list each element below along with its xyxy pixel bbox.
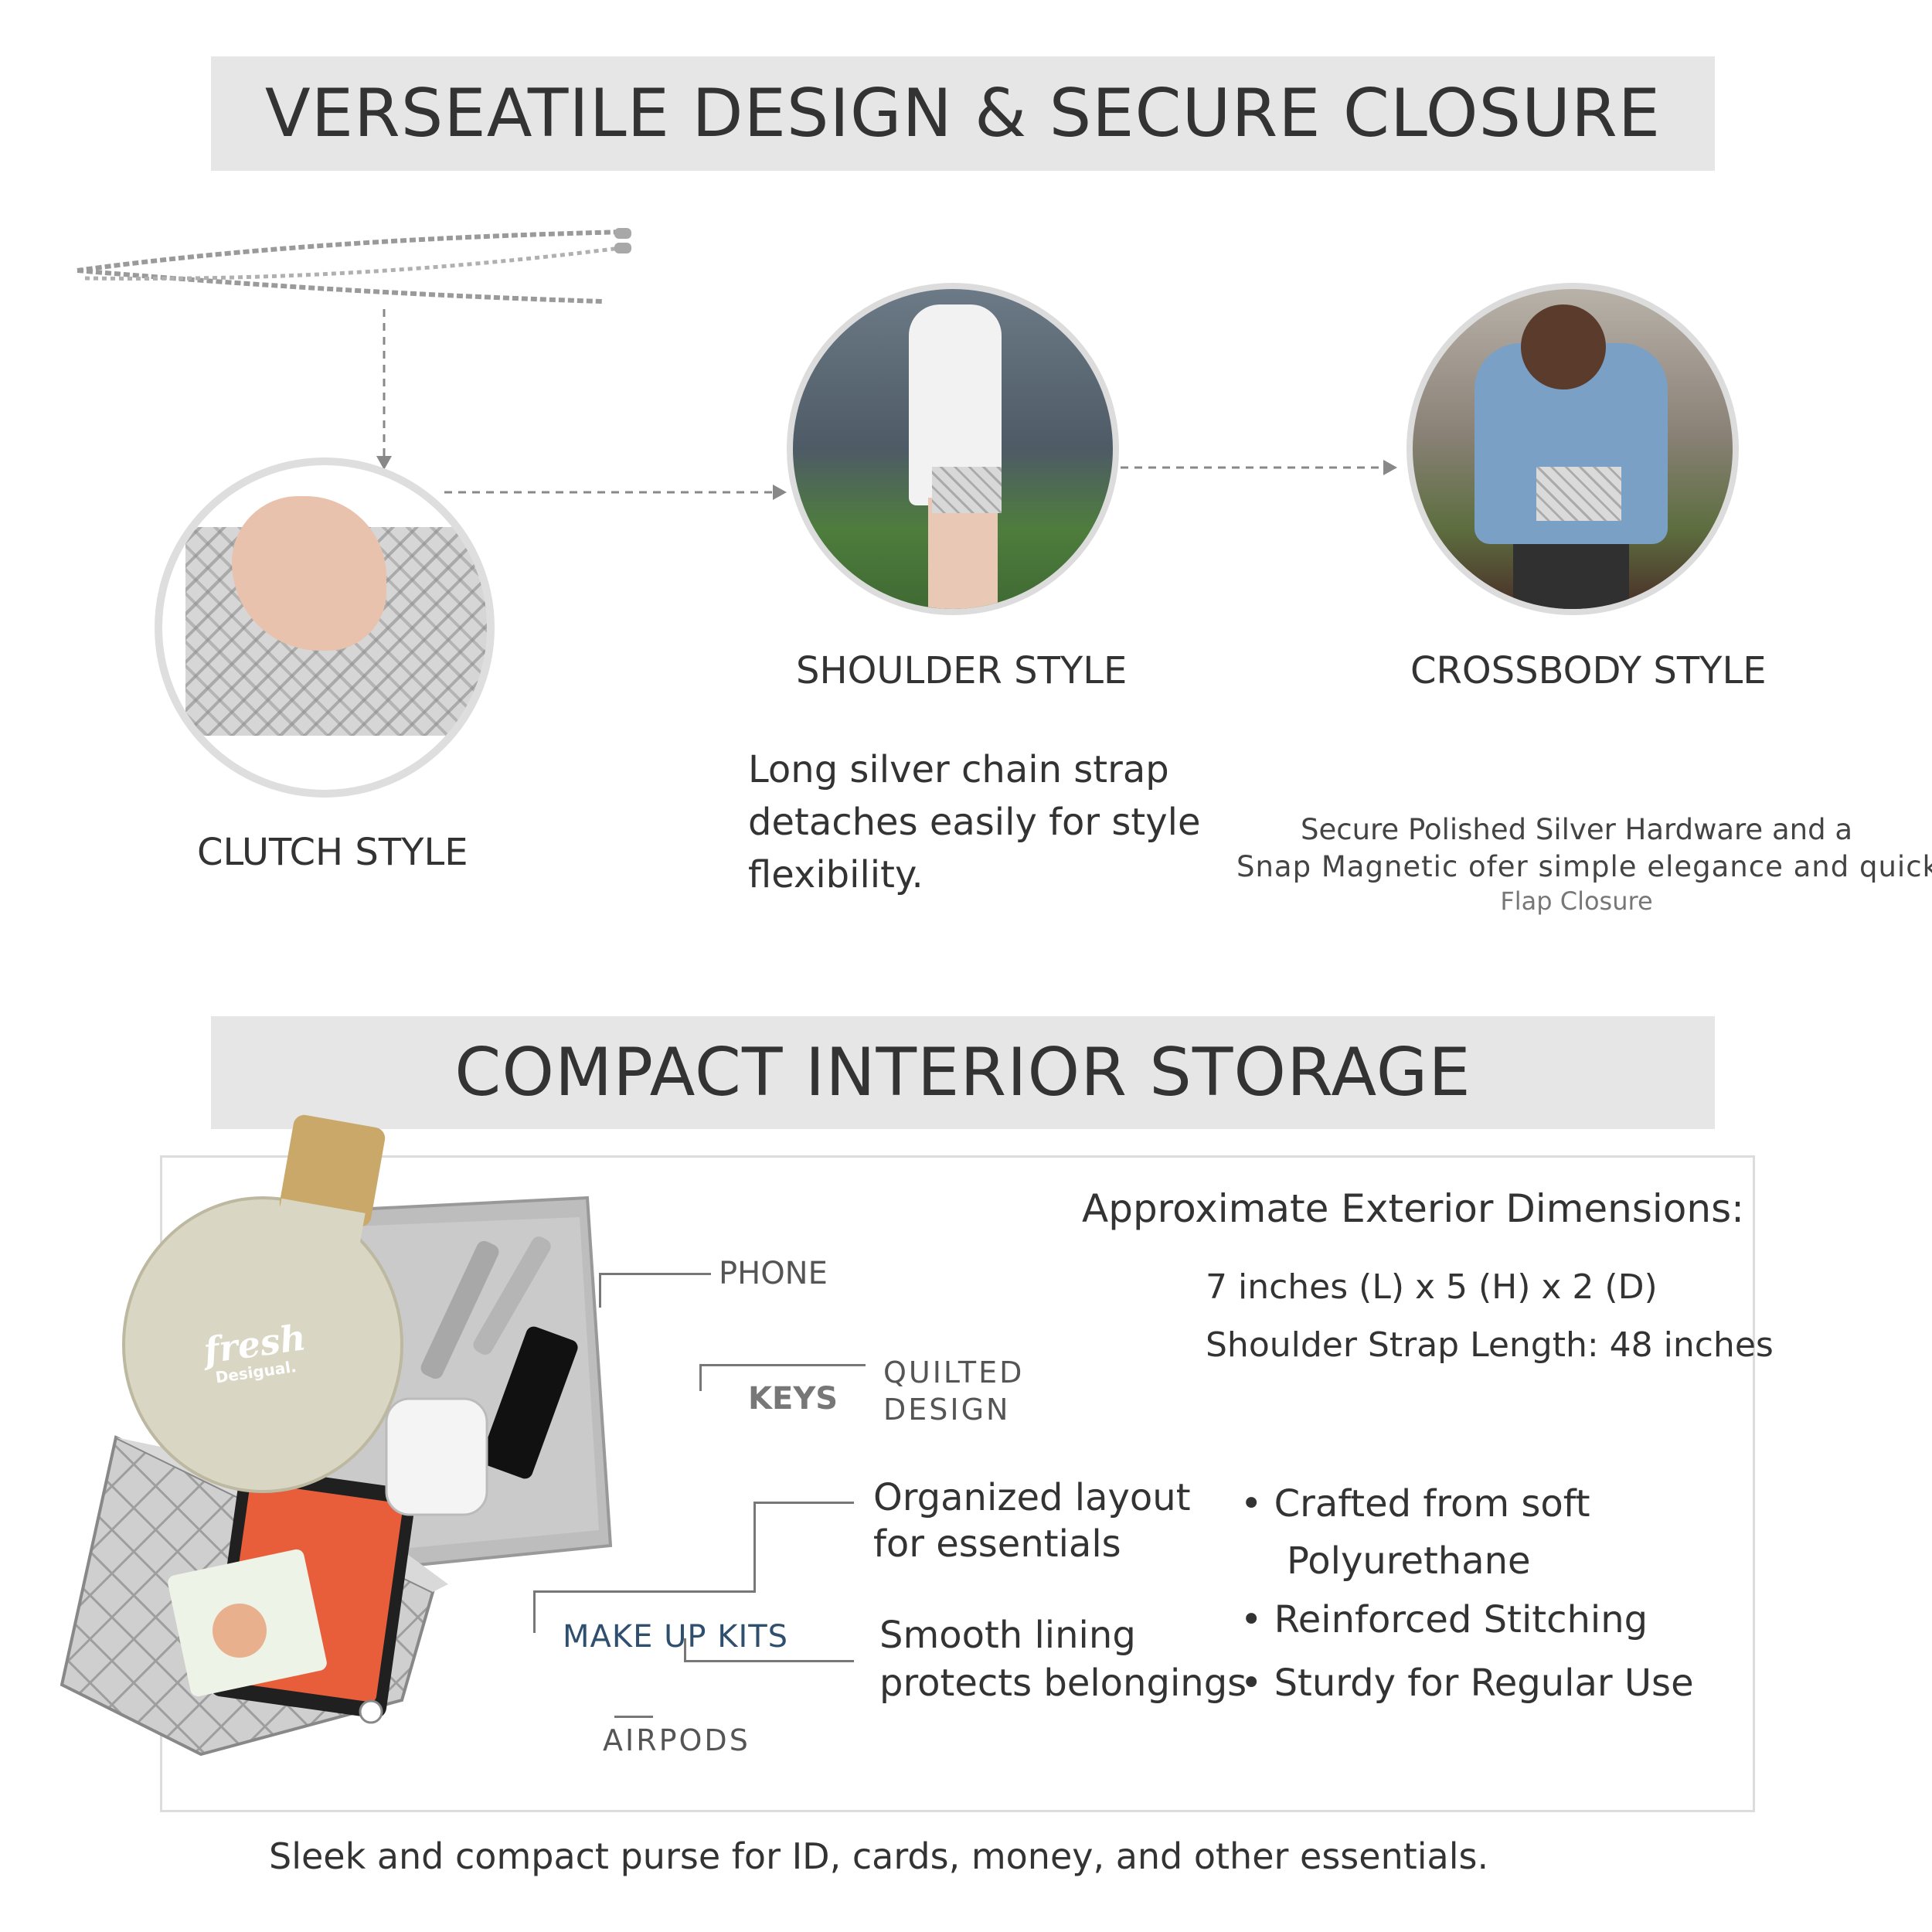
- quilted-design-label: QUILTED DESIGN: [883, 1354, 1024, 1428]
- strap-description-line: flexibility.: [748, 853, 923, 896]
- chain-strap-image: [77, 228, 631, 304]
- hardware-description-line: Secure Polished Silver Hardware and a: [1300, 813, 1853, 846]
- feature-item: • Crafted from soft: [1240, 1482, 1590, 1526]
- quilted-design-line: DESIGN: [883, 1393, 1011, 1427]
- smooth-lining-label: Smooth lining protects belongings: [879, 1611, 1247, 1707]
- hardware-description: Secure Polished Silver Hardware and a Sn…: [1236, 811, 1932, 917]
- smooth-lining-line: protects belongings: [879, 1662, 1247, 1705]
- phone-callout-line: [599, 1273, 711, 1275]
- feature-item: • Reinforced Stitching: [1240, 1598, 1648, 1641]
- open-purse-image: [60, 1114, 613, 1757]
- organized-callout-line: [753, 1502, 756, 1590]
- dimensions-value: 7 inches (L) x 5 (H) x 2 (D): [1206, 1267, 1658, 1307]
- organized-layout-line: for essentials: [873, 1522, 1121, 1566]
- strap-description-line: Long silver chain strap: [748, 748, 1169, 791]
- quilted-design-line: QUILTED: [883, 1355, 1025, 1389]
- section1-title: VERSEATILE DESIGN & SECURE CLOSURE: [264, 75, 1662, 152]
- organized-callout-line: [533, 1590, 536, 1633]
- footer-caption: Sleek and compact purse for ID, cards, m…: [269, 1835, 1489, 1877]
- clutch-style-label: CLUTCH STYLE: [197, 831, 468, 874]
- quilted-callout-line: [699, 1364, 866, 1366]
- hardware-description-line: Flap Closure: [1500, 886, 1653, 916]
- organized-layout-label: Organized layout for essentials: [873, 1475, 1191, 1567]
- crossbody-style-image: [1406, 283, 1739, 615]
- smooth-callout-line: [684, 1660, 854, 1662]
- organized-layout-line: Organized layout: [873, 1476, 1191, 1519]
- strap-length-value: Shoulder Strap Length: 48 inches: [1206, 1325, 1774, 1365]
- shoulder-style-label: SHOULDER STYLE: [796, 649, 1128, 692]
- style-flow-arrows: [376, 309, 1397, 500]
- shoulder-style-image: [787, 283, 1119, 615]
- keys-label: KEYS: [748, 1381, 838, 1417]
- quilted-callout-line: [699, 1364, 702, 1391]
- phone-callout-line: [599, 1273, 601, 1308]
- smooth-callout-line: [684, 1638, 686, 1662]
- hardware-description-line: Snap Magnetic ofer simple elegance and q…: [1236, 850, 1932, 883]
- strap-description: Long silver chain strap detaches easily …: [748, 743, 1201, 901]
- airpods-label: AIRPODS: [603, 1723, 750, 1757]
- smooth-lining-line: Smooth lining: [879, 1614, 1136, 1657]
- section2-title: COMPACT INTERIOR STORAGE: [454, 1034, 1471, 1111]
- clutch-style-image: [155, 457, 495, 798]
- section1-title-banner: VERSEATILE DESIGN & SECURE CLOSURE: [211, 56, 1715, 171]
- organized-callout-line: [753, 1502, 854, 1504]
- airpods-callout-line: [614, 1716, 653, 1718]
- crossbody-style-label: CROSSBODY STYLE: [1410, 649, 1767, 692]
- makeup-kits-label: MAKE UP KITS: [563, 1619, 789, 1655]
- feature-item: Polyurethane: [1287, 1539, 1531, 1583]
- dimensions-heading: Approximate Exterior Dimensions:: [1082, 1186, 1744, 1231]
- phone-label: PHONE: [719, 1256, 828, 1291]
- section2-title-banner: COMPACT INTERIOR STORAGE: [211, 1016, 1715, 1129]
- feature-item: • Sturdy for Regular Use: [1240, 1662, 1694, 1705]
- organized-callout-line: [533, 1590, 756, 1593]
- strap-description-line: detaches easily for style: [748, 801, 1201, 844]
